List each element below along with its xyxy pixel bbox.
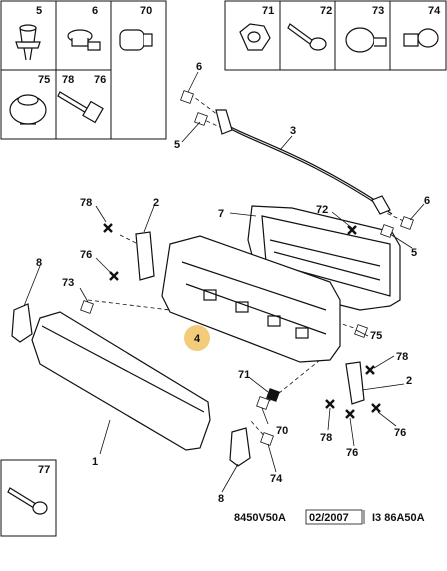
- clip-70-icon: [119, 29, 153, 51]
- callout-5-right: 5: [411, 247, 417, 259]
- callout-75: 75: [370, 330, 382, 342]
- callout-6-top: 6: [196, 61, 202, 73]
- bolt-marks: [103, 223, 381, 419]
- bolt-78-76-icon: [57, 91, 104, 124]
- legend-bottom-left: [0, 459, 57, 537]
- bracket-2-right: [345, 361, 365, 405]
- callout-6-right: 6: [424, 195, 430, 207]
- footer-code: 8450V50A: [234, 512, 286, 524]
- callout-1: 1: [92, 456, 98, 468]
- callout-3: 3: [290, 125, 296, 137]
- cable-3: [215, 109, 393, 215]
- callout-73: 73: [62, 277, 74, 289]
- callout-7: 7: [218, 208, 224, 220]
- legend-label-77: 77: [38, 464, 50, 476]
- legend-label-6: 6: [92, 5, 98, 17]
- callout-71: 71: [238, 369, 250, 381]
- callout-72: 72: [316, 204, 328, 216]
- leader-lines: [39, 93, 411, 441]
- legend-label-76: 76: [94, 74, 106, 86]
- callout-76-right: 76: [394, 427, 406, 439]
- clip-75-icon: [9, 94, 47, 125]
- nut-71-icon: [239, 23, 271, 51]
- bracket-8-right: [229, 427, 251, 467]
- callout-leaders: [23, 71, 425, 493]
- footer-ref: I3 86A50A: [372, 512, 425, 524]
- callout-76-left: 76: [80, 249, 92, 261]
- callout-70: 70: [276, 425, 288, 437]
- bracket-2-left: [135, 231, 155, 281]
- callout-78-left: 78: [80, 197, 92, 209]
- callout-2-right: 2: [406, 375, 412, 387]
- callout-8-left: 8: [36, 257, 42, 269]
- reinforcement-4: [161, 235, 341, 363]
- callout-78-bottom: 78: [320, 432, 332, 444]
- legend-label-71: 71: [262, 5, 274, 17]
- legend-top-left: [0, 0, 167, 140]
- footer-date-box: [305, 509, 363, 525]
- legend-label-70: 70: [140, 5, 152, 17]
- legend-label-73: 73: [372, 5, 384, 17]
- callout-78-right: 78: [396, 351, 408, 363]
- screw-72-icon: [287, 23, 327, 51]
- clip-74-icon: [403, 28, 439, 48]
- callout-74: 74: [270, 473, 283, 485]
- callout-4: 4: [194, 333, 201, 345]
- callout-76-bottom: 76: [346, 447, 358, 459]
- legend-label-72: 72: [320, 5, 332, 17]
- footer-date: 02/2007: [309, 512, 349, 524]
- legend-label-5: 5: [36, 5, 42, 17]
- clip-5-icon: [15, 24, 41, 61]
- rivet-6-icon: [67, 29, 101, 51]
- callout-5-top: 5: [174, 139, 180, 151]
- callout-2-left: 2: [153, 197, 159, 209]
- highlight-4: [184, 325, 210, 351]
- bracket-8-left: [11, 303, 33, 343]
- clip-73-icon: [345, 27, 387, 53]
- legend-label-74: 74: [428, 5, 441, 17]
- legend-label-78: 78: [62, 74, 74, 86]
- callout-8-bottom: 8: [218, 493, 224, 505]
- legend-label-75: 75: [38, 74, 50, 86]
- legend-top-right: [224, 0, 447, 71]
- bumper-1: [31, 311, 211, 451]
- screw-77-icon: [7, 487, 48, 515]
